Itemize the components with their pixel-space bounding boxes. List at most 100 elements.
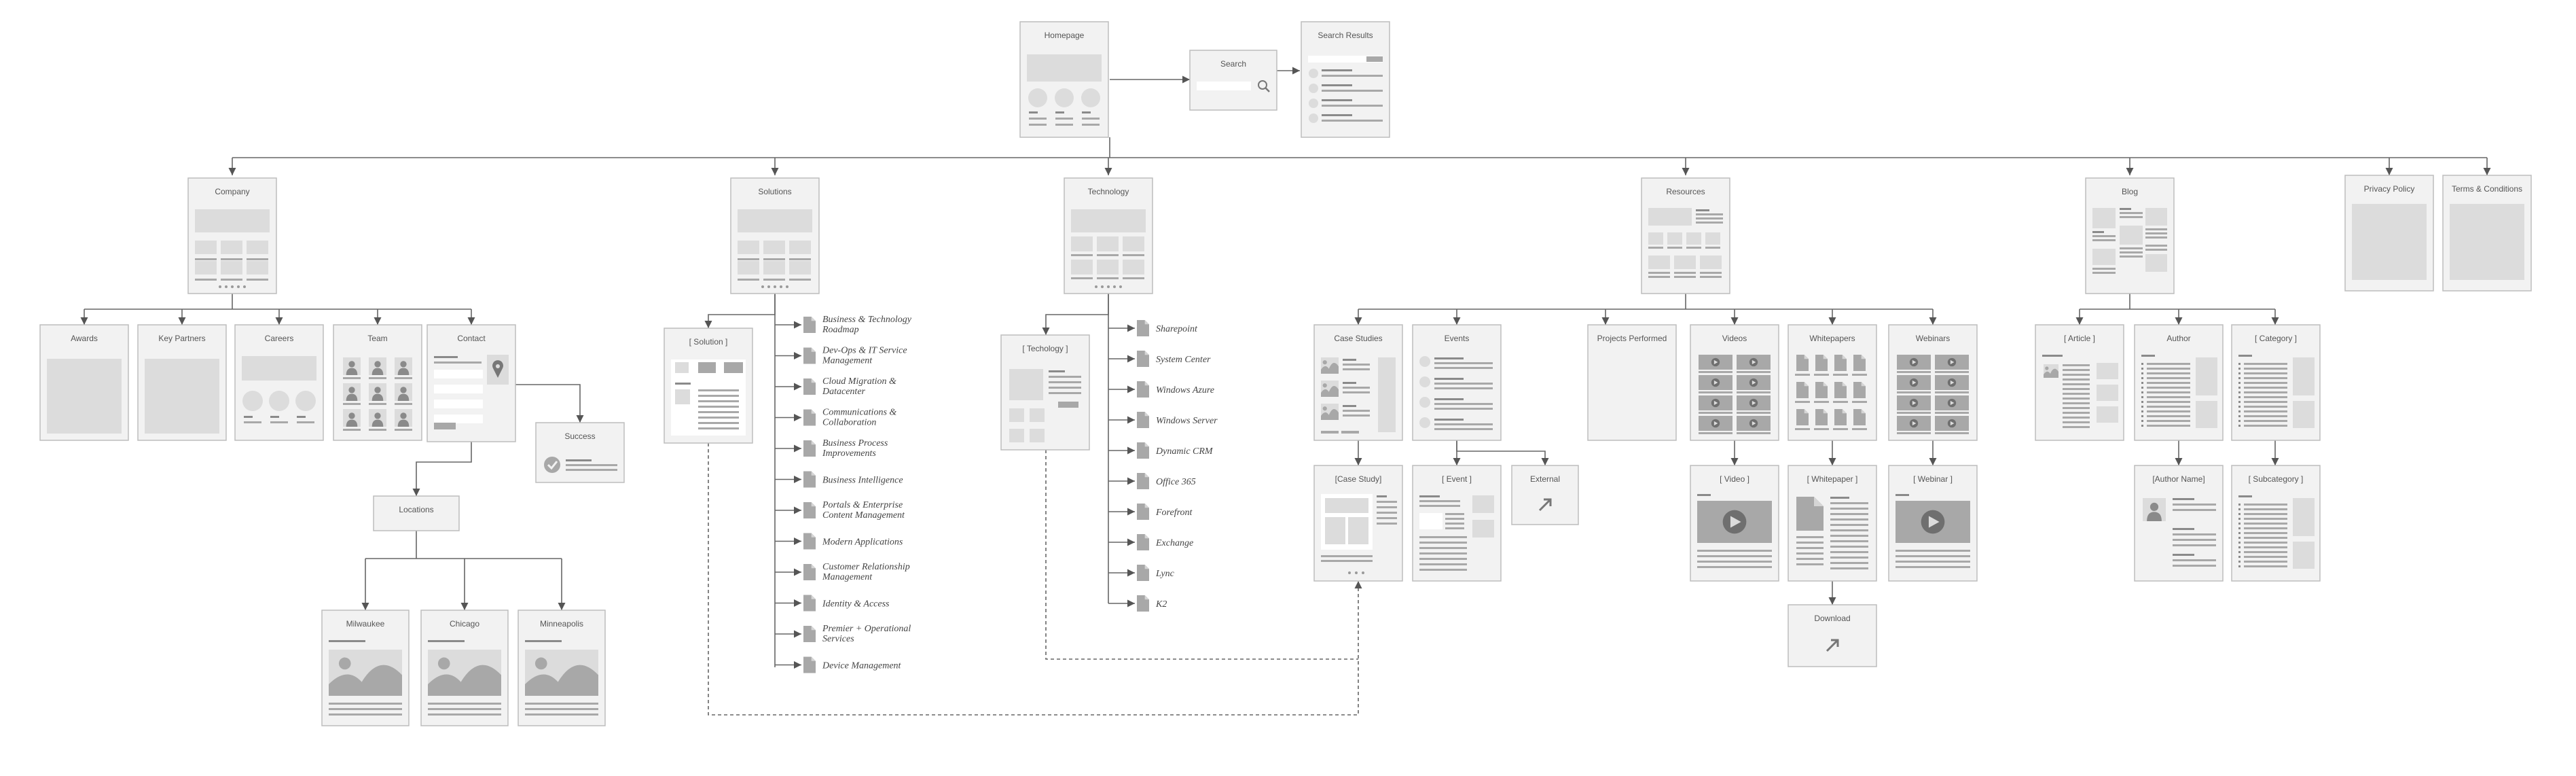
page-resources[interactable]: Resources [1641,177,1730,294]
page-whitepaper-detail[interactable]: [ Whitepaper ] [1788,465,1877,582]
technology-item[interactable]: K2 [1137,595,1167,612]
wire-block [1123,236,1144,251]
text-line [2063,412,2090,414]
wire-block [242,356,316,381]
page-download[interactable]: Download [1788,604,1877,667]
page-success[interactable]: Success [535,422,625,483]
text-line [2063,383,2090,385]
map-pin-icon [492,360,503,378]
page-homepage[interactable]: Homepage [1019,21,1109,138]
page-chicago[interactable]: Chicago [420,610,509,726]
bullet [2141,406,2143,408]
page-event-detail[interactable]: [ Event ] [1412,465,1502,582]
page-title: Contact [457,334,486,343]
page-terms[interactable]: Terms & Conditions [2442,175,2532,292]
page-milwaukee[interactable]: Milwaukee [321,610,410,726]
text-line [1830,540,1868,542]
solution-item[interactable]: Business Intelligence [803,471,903,488]
document-fold [1144,412,1149,417]
page-article[interactable]: [ Article ] [2035,324,2124,441]
text-line [2173,559,2216,561]
page-category[interactable]: [ Category ] [2231,324,2321,441]
technology-item[interactable]: System Center [1137,351,1211,367]
technology-item[interactable]: Forefront [1137,504,1193,520]
page-team[interactable]: Team [333,324,422,441]
page-contact[interactable]: Contact [427,324,516,442]
text-line [2244,401,2287,403]
pager-dot [767,285,770,288]
page-case-study-detail[interactable]: [Case Study] [1313,465,1403,582]
page-technology[interactable]: Technology [1064,177,1153,294]
page-title: [ Solution ] [689,337,728,347]
page-external[interactable]: External [1511,465,1579,525]
text-line [2244,513,2287,515]
technology-item[interactable]: Dynamic CRM [1137,442,1214,459]
result-thumb [1309,69,1318,78]
solution-item[interactable]: Modern Applications [803,533,903,550]
technology-item[interactable]: Sharepoint [1137,320,1198,336]
text-line [2173,539,2216,541]
page-company[interactable]: Company [187,177,277,294]
text-line [1419,547,1467,549]
page-subcategory[interactable]: [ Subcategory ] [2231,465,2321,582]
bullet [2238,523,2241,525]
wire-block [221,241,242,254]
text-line [297,421,314,423]
page-solutions[interactable]: Solutions [730,177,820,294]
technology-item[interactable]: Office 365 [1137,473,1196,489]
page-locations[interactable]: Locations [373,495,460,531]
page-videos[interactable]: Videos [1690,324,1779,441]
text-line [2147,420,2190,422]
solution-item[interactable]: Cloud Migration &Datacenter [803,376,896,397]
page-case-studies[interactable]: Case Studies [1313,324,1403,441]
connector-line [412,442,472,496]
text-line [763,279,785,281]
text-line [1097,254,1119,256]
page-solution-detail[interactable]: [ Solution ] [664,328,753,444]
page-search[interactable]: Search [1189,50,1277,111]
page-video-detail[interactable]: [ Video ] [1690,465,1779,582]
page-awards[interactable]: Awards [39,324,129,441]
solution-item[interactable]: Communications &Collaboration [803,408,896,428]
page-technology-detail[interactable]: [ Techology ] [1000,334,1090,451]
bullet [2238,406,2241,408]
page-webinar-detail[interactable]: [ Webinar ] [1888,465,1978,582]
bullet [2238,561,2241,563]
page-webinars[interactable]: Webinars [1888,324,1978,441]
solution-item[interactable]: Device Management [803,656,902,673]
technology-item[interactable]: Exchange [1137,534,1193,550]
page-search-results[interactable]: Search Results [1301,21,1390,138]
solution-item[interactable]: Identity & Access [803,595,890,612]
text-line [2063,426,2090,428]
text-line [1082,111,1091,113]
page-careers[interactable]: Careers [234,324,324,441]
technology-item[interactable]: Lync [1137,565,1175,581]
page-author-name[interactable]: [Author Name] [2134,465,2224,582]
page-title: Team [367,334,387,343]
page-privacy[interactable]: Privacy Policy [2344,175,2434,292]
page-blog[interactable]: Blog [2085,177,2175,294]
technology-item[interactable]: Windows Server [1137,412,1218,428]
page-key-partners[interactable]: Key Partners [137,324,227,441]
page-minneapolis[interactable]: Minneapolis [518,610,606,726]
technology-item[interactable]: Windows Azure [1137,381,1214,398]
text-line [1830,508,1868,510]
wire-block [1341,431,1359,434]
page-whitepapers[interactable]: Whitepapers [1788,324,1877,441]
page-title: [ Category ] [2255,334,2297,343]
page-author[interactable]: Author [2134,324,2224,441]
text-line [1814,401,1829,403]
event-thumb [1419,417,1430,428]
wire-block [1030,429,1045,442]
bullet [2238,518,2241,520]
text-line [1434,383,1493,385]
page-projects-performed[interactable]: Projects Performed [1587,324,1677,441]
wire-block [1321,431,1339,434]
page-events[interactable]: Events [1412,324,1502,441]
